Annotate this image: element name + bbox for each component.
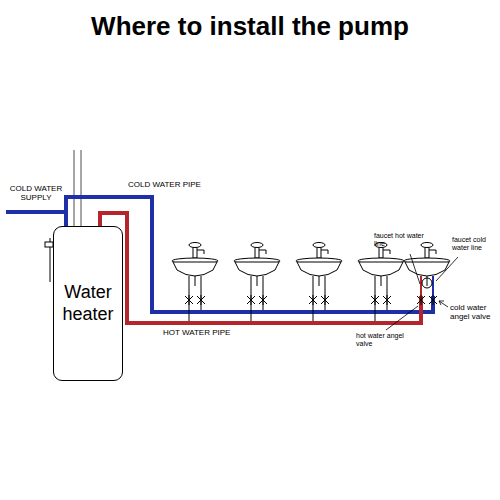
pipe-label: COLD WATER PIPE (128, 180, 218, 189)
pipe-label: faucet cold water line (452, 236, 496, 252)
pipe-label: hot water angel valve (356, 332, 412, 348)
pipe-label: faucet hot water line (374, 232, 426, 248)
supply-drops (189, 276, 387, 321)
leader-line (386, 254, 458, 330)
pipe-label: COLD WATER SUPPLY (2, 184, 70, 202)
angle-valve (185, 295, 437, 305)
heater-gauge (45, 238, 53, 282)
pump-location (422, 278, 432, 288)
pipe-label: HOT WATER PIPE (163, 328, 253, 337)
pipe-label: cold water angel valve (450, 303, 495, 321)
flue-pipe (74, 150, 81, 226)
sink-symbol (172, 243, 450, 287)
tank-label: Water heater (54, 282, 122, 325)
water-heater-tank: Water heater (53, 226, 123, 381)
hot-water-pipe (100, 213, 421, 323)
title: Where to install the pump (0, 12, 500, 42)
